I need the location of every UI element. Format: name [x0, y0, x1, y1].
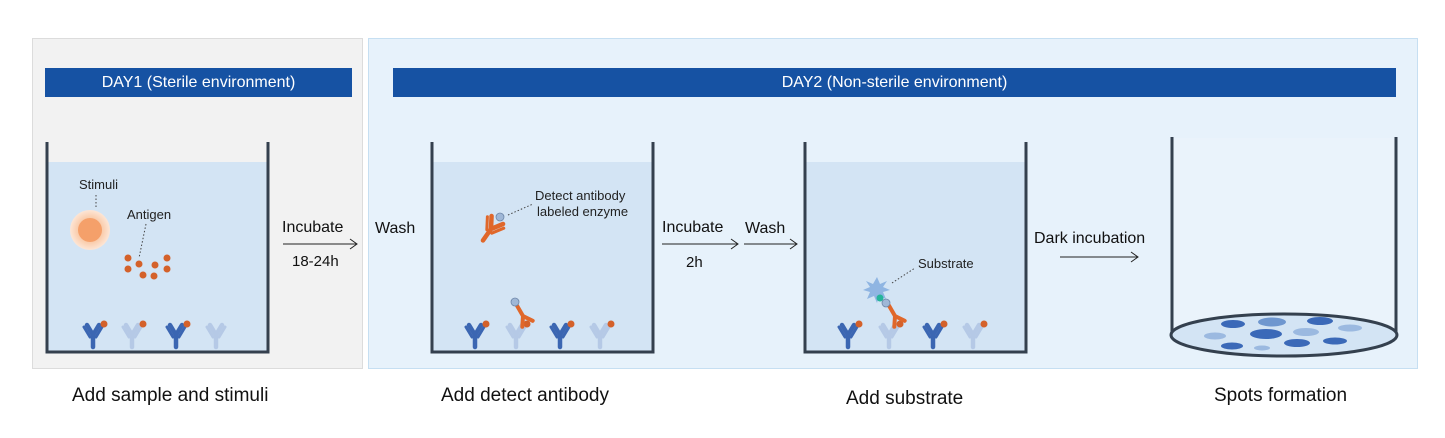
well-3-outline: [803, 142, 1028, 354]
caption-add-sample: Add sample and stimuli: [72, 385, 269, 406]
transition-wash-2: Wash: [745, 220, 786, 237]
substrate-pointer: [891, 267, 916, 284]
stimuli-cell: [70, 210, 110, 250]
transition-incubate-1: Incubate: [282, 219, 344, 236]
arrowhead-2: [730, 238, 739, 250]
bound-enzyme-label: [510, 297, 520, 307]
arrowhead-3: [789, 238, 798, 250]
label-antigen: Antigen: [127, 207, 172, 222]
transition-wash-1: Wash: [375, 220, 416, 237]
substrate-product: [876, 294, 884, 302]
arrowhead-4: [1130, 251, 1139, 263]
substrate-burst: [863, 277, 890, 303]
caption-add-detect-antibody: Add detect antibody: [441, 385, 609, 406]
antigen-cluster: [124, 254, 171, 280]
detect-antibody-bound: [515, 303, 535, 329]
day2-banner: DAY2 (Non-sterile environment): [393, 68, 1396, 97]
detect-antibody-floating: [480, 213, 506, 243]
bound-enzyme-label-3: [881, 298, 891, 308]
spots: [1204, 317, 1362, 351]
detect-antibody-bound-3: [887, 303, 907, 329]
well-2-capture-antibodies: [466, 320, 615, 348]
well-2-outline: [430, 142, 655, 354]
well-1: [45, 142, 270, 354]
detect-antibody-pointer: [507, 203, 534, 216]
transition-duration-1: 18-24h: [292, 253, 339, 270]
enzyme-label: [495, 212, 505, 222]
caption-add-substrate: Add substrate: [846, 388, 964, 409]
well-1-liquid: [47, 162, 268, 352]
well-3: [803, 142, 1028, 354]
well-1-outline: [45, 142, 270, 354]
well-3-capture-antibodies: [839, 320, 988, 348]
label-detect-antibody-line1: Detect antibody: [535, 188, 626, 203]
antigen-pointer: [138, 223, 147, 259]
well-2: [430, 142, 655, 354]
label-substrate: Substrate: [918, 256, 974, 271]
well-2-liquid: [432, 162, 653, 352]
well-3-liquid: [805, 162, 1026, 352]
well-4: [1169, 137, 1399, 358]
day1-banner: DAY1 (Sterile environment): [45, 68, 352, 97]
transition-duration-2: 2h: [686, 254, 703, 271]
well-4-body: [1172, 138, 1396, 349]
label-detect-antibody-line2: labeled enzyme: [537, 204, 629, 219]
transition-incubate-2: Incubate: [662, 219, 724, 236]
well-1-capture-antibodies: [84, 320, 225, 348]
label-stimuli: Stimuli: [79, 177, 119, 192]
caption-spots-formation: Spots formation: [1214, 385, 1348, 406]
arrowhead-1: [349, 238, 358, 250]
transition-dark-incubation: Dark incubation: [1034, 230, 1146, 247]
